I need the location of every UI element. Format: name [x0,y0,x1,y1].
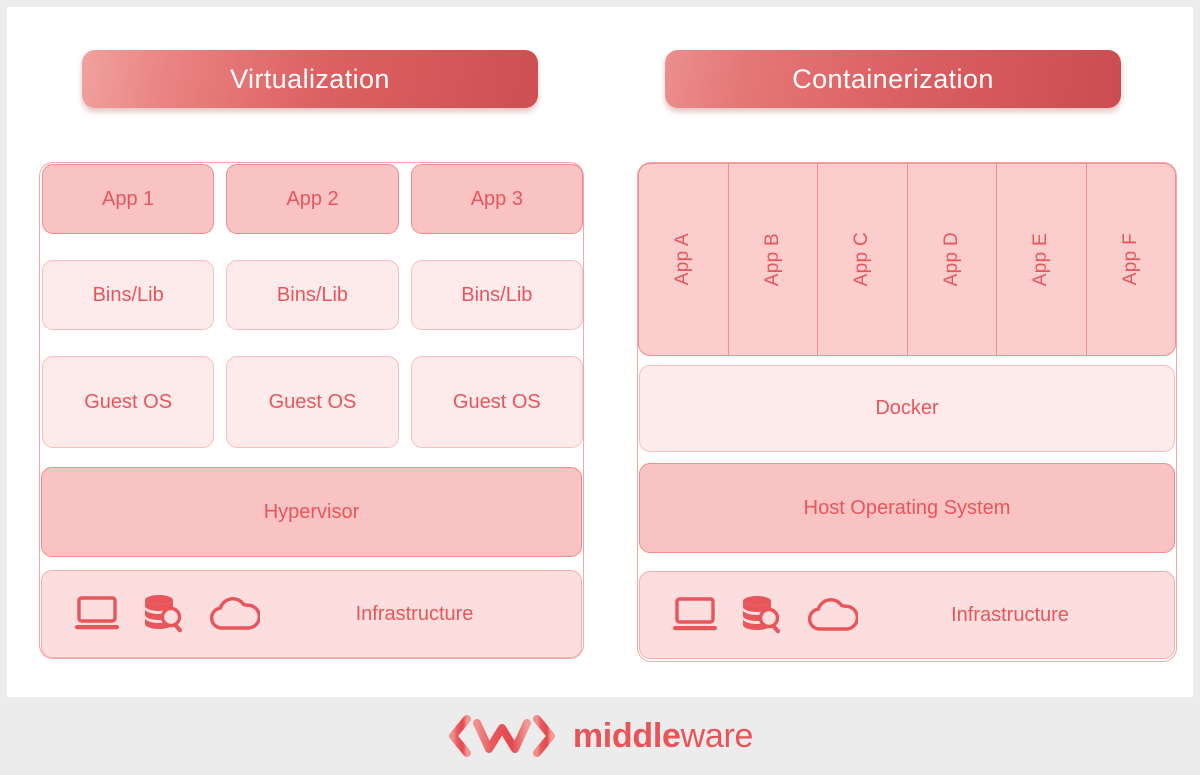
infrastructure-icons [672,595,858,635]
guest-os-box[interactable]: Guest OS [410,356,583,448]
cloud-icon [209,597,260,630]
code-chevrons-mark-icon [448,715,555,757]
brand-name-bold: middle [572,716,681,755]
bins-lib-box[interactable]: Bins/Lib [226,260,399,330]
host-os-label: Host Operating System [803,496,1011,519]
cloud-icon [807,598,858,631]
app-label: App D [940,232,962,287]
bins-lib-label: Bins/Lib [92,283,164,306]
bins-lib-box[interactable]: Bins/Lib [42,260,215,330]
containerization-banner: Containerization [665,50,1121,108]
virtualization-column: Virtualization App 1 App 2 App 3 [30,7,584,659]
containerization-app-band: App A App B App C App D App E [638,163,1176,356]
app-label: App E [1030,232,1052,287]
guest-os-box[interactable]: Guest OS [226,356,399,448]
virtualization-title: Virtualization [230,63,390,94]
infrastructure-label: Infrastructure [355,602,474,625]
footer-brand: middleware [0,697,1200,775]
app-column[interactable]: App D [908,164,997,355]
brand-name-light: ware [680,716,754,755]
host-os-box[interactable]: Host Operating System [639,463,1175,553]
app-column[interactable]: App F [1087,164,1176,355]
app-label: App B [761,232,783,287]
app-column[interactable]: App E [997,164,1087,355]
infrastructure-label: Infrastructure [951,603,1069,626]
docker-box[interactable]: Docker [639,365,1175,452]
database-search-icon [743,596,781,634]
containerization-column: Containerization App A App B App C App D [630,7,1177,662]
app-column[interactable]: App A [639,164,729,355]
virtualization-app-row: App 1 App 2 App 3 [41,164,584,234]
guest-os-label: Guest OS [268,390,357,413]
app-label: App A [672,233,694,286]
infrastructure-box[interactable]: Infrastructure [639,571,1175,659]
virtualization-banner: Virtualization [82,50,538,108]
infrastructure-icons [74,594,260,634]
app-column[interactable]: App B [729,164,818,355]
app-label: App 1 [102,187,155,210]
app-label: App F [1119,233,1141,286]
white-card: Virtualization App 1 App 2 App 3 [7,7,1193,697]
containerization-title: Containerization [792,63,994,94]
laptop-icon [673,597,717,631]
app-box[interactable]: App 2 [226,164,399,234]
hypervisor-label: Hypervisor [263,500,360,523]
app-column[interactable]: App C [818,164,908,355]
app-box[interactable]: App 3 [410,164,583,234]
guest-os-label: Guest OS [84,390,173,413]
app-label: App 2 [286,187,339,210]
bins-lib-label: Bins/Lib [461,283,533,306]
hypervisor-box[interactable]: Hypervisor [41,467,582,557]
laptop-icon [75,596,119,630]
brand-wordmark: middleware [572,716,754,756]
containerization-stack: App A App B App C App D App E [637,162,1177,662]
app-label: App C [851,232,873,287]
bins-lib-box[interactable]: Bins/Lib [410,260,583,330]
guest-os-label: Guest OS [452,390,541,413]
database-search-icon [145,595,183,633]
docker-label: Docker [875,397,939,419]
guest-os-box[interactable]: Guest OS [42,356,215,448]
app-label: App 3 [470,187,523,210]
app-box[interactable]: App 1 [42,164,215,234]
virtualization-guestos-row: Guest OS Guest OS Guest OS [41,356,584,448]
infrastructure-box[interactable]: Infrastructure [41,570,582,658]
virtualization-bins-row: Bins/Lib Bins/Lib Bins/Lib [41,260,584,330]
bins-lib-label: Bins/Lib [276,283,349,306]
virtualization-stack: App 1 App 2 App 3 Bins/Lib Bins/Lib [39,162,584,659]
